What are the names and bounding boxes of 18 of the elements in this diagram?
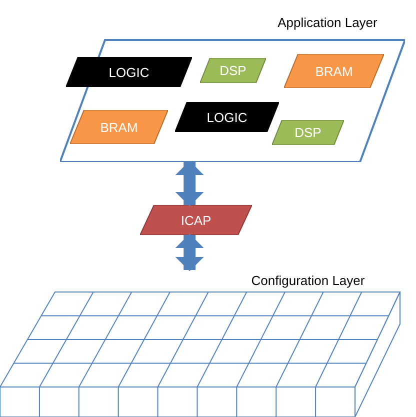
block-label: BRAM	[99, 118, 139, 136]
block-label: LOGIC	[108, 64, 150, 82]
block-label: LOGIC	[206, 108, 248, 126]
icap-block	[140, 205, 252, 235]
double-arrow	[176, 234, 204, 272]
block-label: DSP	[294, 124, 322, 142]
block-label: ICAP	[180, 212, 212, 230]
layer-title: Application Layer	[276, 14, 378, 32]
logic-block	[175, 102, 279, 132]
dsp-block	[200, 58, 266, 83]
block-label: BRAM	[314, 62, 354, 80]
dsp-block	[272, 120, 344, 145]
layer-title: Configuration Layer	[250, 272, 366, 290]
double-arrow	[176, 160, 204, 206]
bram-block	[284, 54, 384, 88]
block-label: DSP	[218, 62, 248, 80]
bram-block	[70, 110, 168, 144]
logic-block	[66, 57, 192, 87]
